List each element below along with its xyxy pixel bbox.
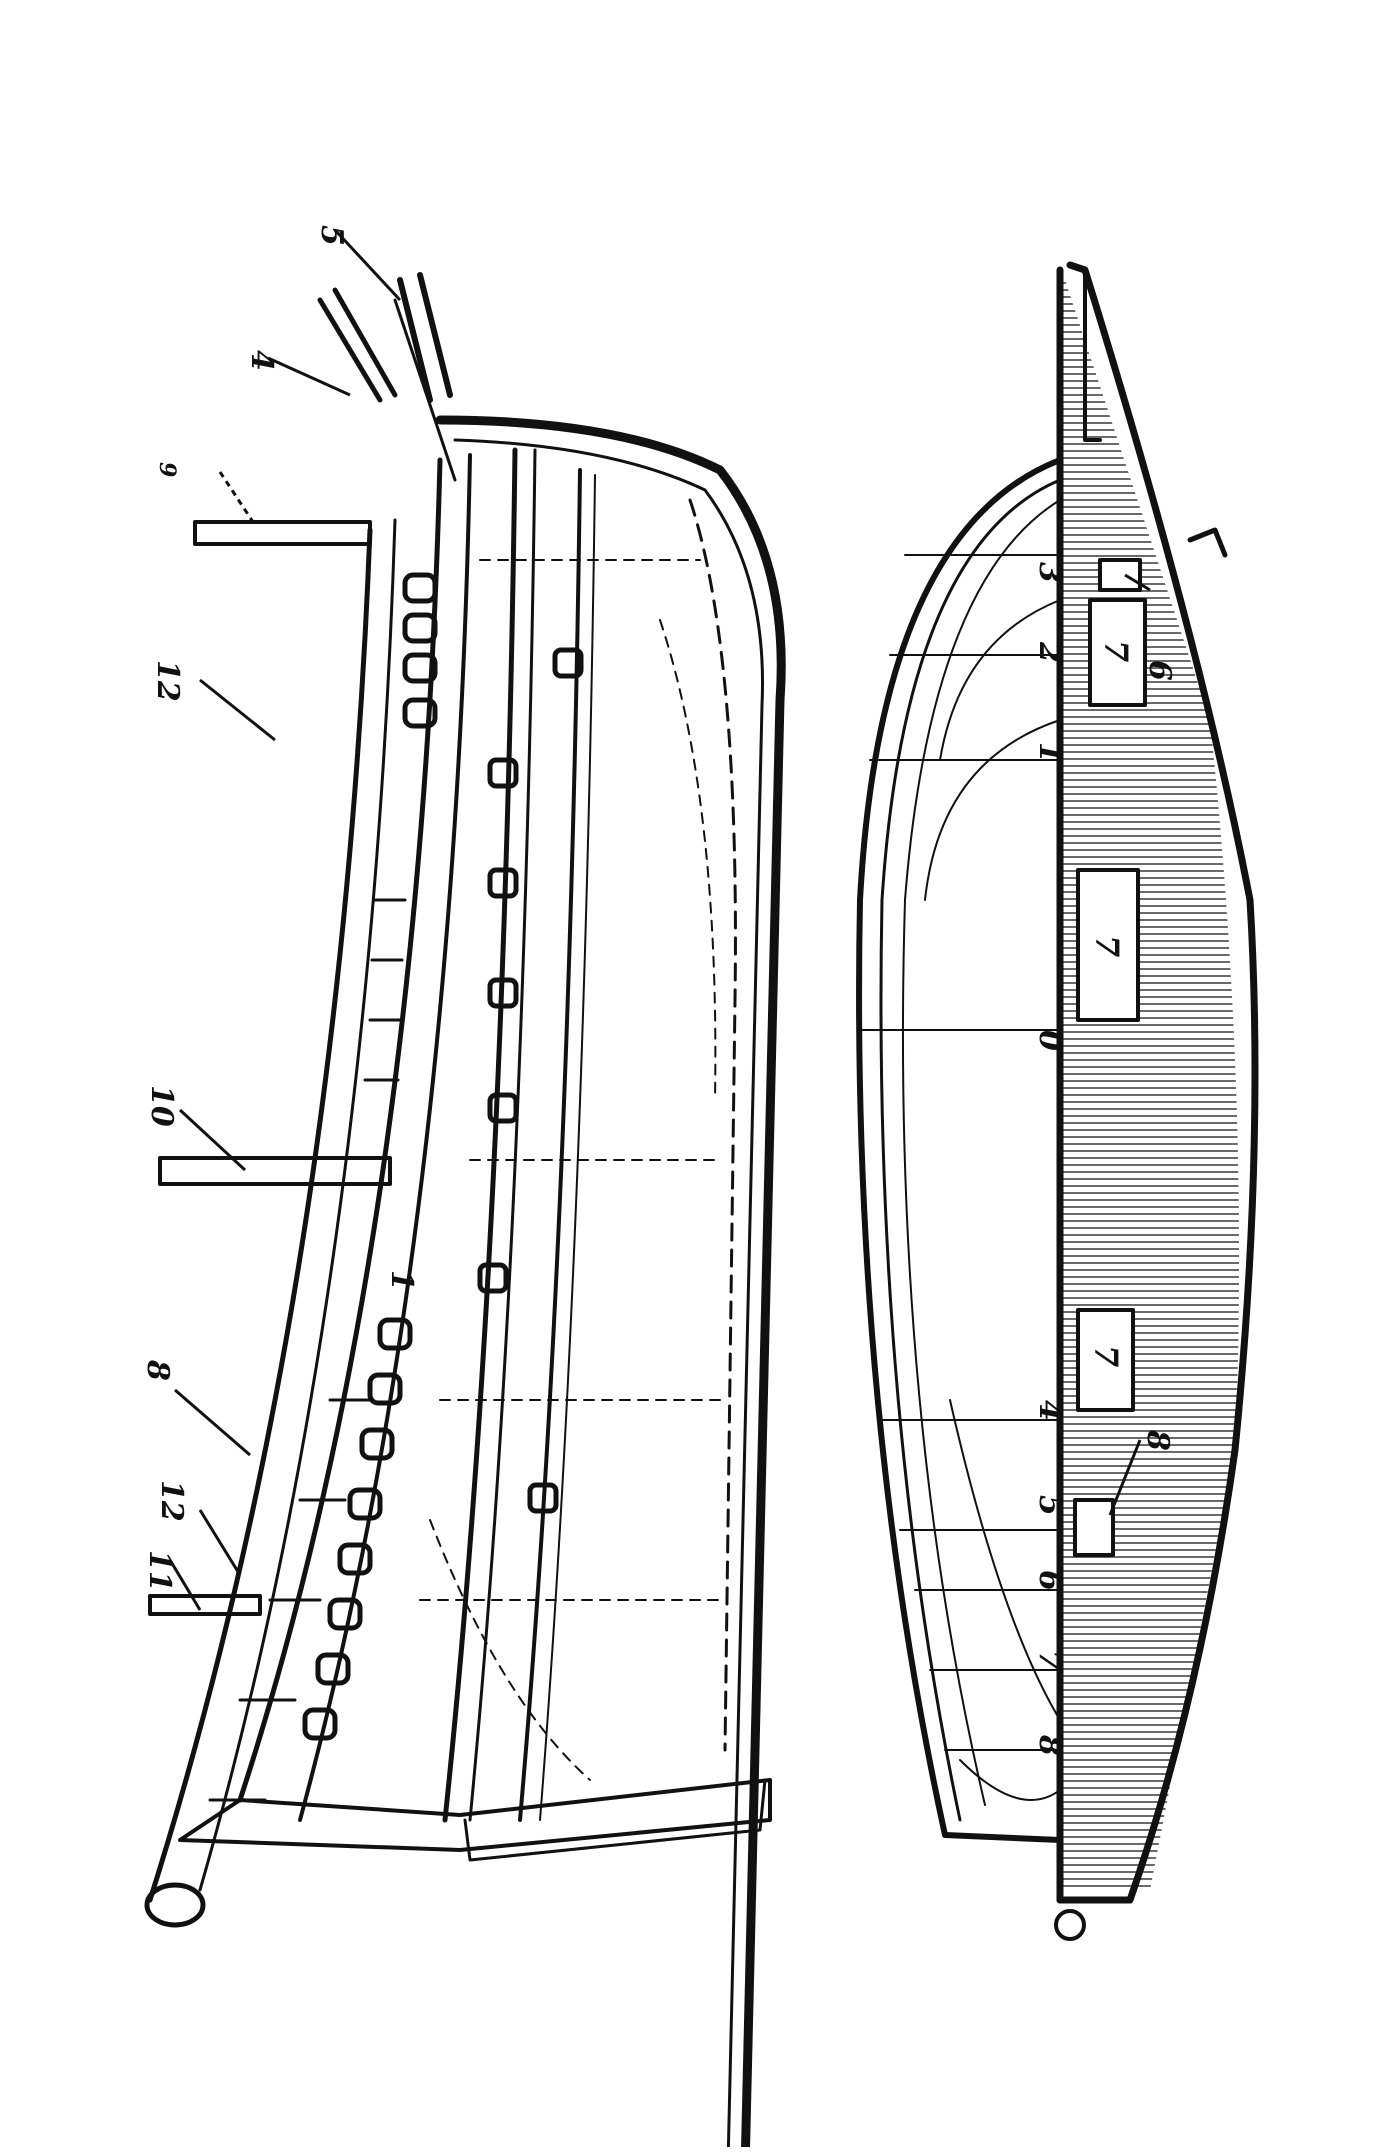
plan-frame-curve-fwd — [939, 599, 1061, 761]
profile-bowsprit — [397, 272, 453, 403]
station-label-3: 3 — [1032, 562, 1067, 583]
profile-gunports-lower — [477, 647, 584, 1514]
profile-dashed-diag-1 — [429, 1519, 591, 1781]
profile-mast-11 — [148, 1594, 262, 1616]
callout-12-aft: 12 — [154, 1480, 189, 1522]
plan-deck-hatched — [1060, 280, 1240, 1890]
plan-bow-tip — [1083, 268, 1102, 442]
station-label-6: 6 — [1032, 1570, 1067, 1591]
profile-callouts: 5 4 9 12 10 1 8 12 11 — [140, 225, 419, 1611]
callout-5: 5 — [314, 225, 349, 246]
profile-rudder — [463, 1778, 767, 1862]
profile-railing — [208, 898, 407, 1802]
profile-mast-10 — [158, 1156, 392, 1186]
plan-hull-outline — [1056, 261, 1259, 1904]
plan-sheer-outer — [856, 457, 1063, 1843]
plan-anchor — [1187, 527, 1228, 558]
callout-11: 11 — [142, 1550, 177, 1592]
profile-stern-lantern — [144, 1882, 206, 1928]
station-label-2: 2 — [1032, 641, 1067, 663]
plan-hatch-mid — [1076, 868, 1140, 1022]
station-label-8: 8 — [1032, 1734, 1067, 1756]
profile-waterline — [688, 498, 737, 1752]
profile-hull-outline — [435, 415, 786, 2152]
station-label-5: 5 — [1032, 1495, 1067, 1516]
profile-deck-line-1 — [237, 457, 443, 1803]
profile-wale-4 — [539, 474, 596, 1821]
plan-station-labels: 3 2 1 0 4 5 6 7 8 — [1032, 562, 1067, 1756]
profile-wale-2 — [468, 448, 537, 1822]
callout-10: 10 — [144, 1085, 179, 1127]
station-label-1: 1 — [1032, 742, 1067, 763]
callout-4: 4 — [244, 350, 279, 371]
plan-capstan — [1098, 558, 1142, 592]
profile-view — [144, 272, 786, 2152]
callout-8: 8 — [140, 1359, 175, 1381]
profile-wale-3 — [518, 468, 582, 1822]
plan-waterline-1 — [901, 499, 1061, 1806]
plan-winch — [1073, 1498, 1115, 1557]
callout-1: 1 — [384, 1270, 419, 1291]
profile-mast-9 — [193, 520, 372, 546]
plan-frame-curve-aft-2 — [959, 1759, 1061, 1801]
plan-frame-curve-aft — [949, 1399, 1061, 1721]
plan-hatch-fwd — [1088, 598, 1147, 707]
profile-dashed-diag-2 — [659, 619, 717, 1101]
plan-stern-fitting — [1054, 1909, 1086, 1941]
plan-view — [856, 261, 1259, 1941]
plan-sheer-inner — [879, 478, 1062, 1822]
plan-callout-8: 8 — [1140, 1429, 1175, 1451]
plan-callouts: 6 8 — [1108, 573, 1177, 1516]
callout-9: 9 — [154, 462, 180, 477]
profile-wale-1 — [442, 447, 518, 1823]
profile-upper-rail — [198, 518, 397, 1892]
plan-station-lines — [859, 554, 1061, 1751]
profile-gunports-upper — [302, 572, 438, 1741]
compartment-label-aft: 7 — [1087, 1345, 1125, 1367]
compartment-label-mid: 7 — [1088, 935, 1126, 957]
profile-bowsprit-rigging — [393, 298, 457, 482]
plan-compartment-labels: 7 7 7 — [1087, 640, 1135, 1367]
profile-stern — [178, 1778, 772, 1852]
station-label-4: 4 — [1032, 1400, 1067, 1421]
profile-hull-inner — [453, 438, 764, 2152]
compartment-label-fwd: 7 — [1097, 640, 1135, 662]
callout-12-fwd: 12 — [150, 660, 185, 702]
plan-callout-6: 6 — [1142, 660, 1177, 681]
profile-rail — [147, 527, 373, 1903]
plan-frame-curve-fwd-2 — [924, 719, 1061, 901]
profile-mast-4 — [317, 287, 398, 403]
station-label-7: 7 — [1032, 1650, 1067, 1671]
plan-hatch-aft — [1076, 1308, 1135, 1412]
station-label-0: 0 — [1032, 1030, 1067, 1051]
profile-deck-line-2 — [298, 453, 472, 1822]
